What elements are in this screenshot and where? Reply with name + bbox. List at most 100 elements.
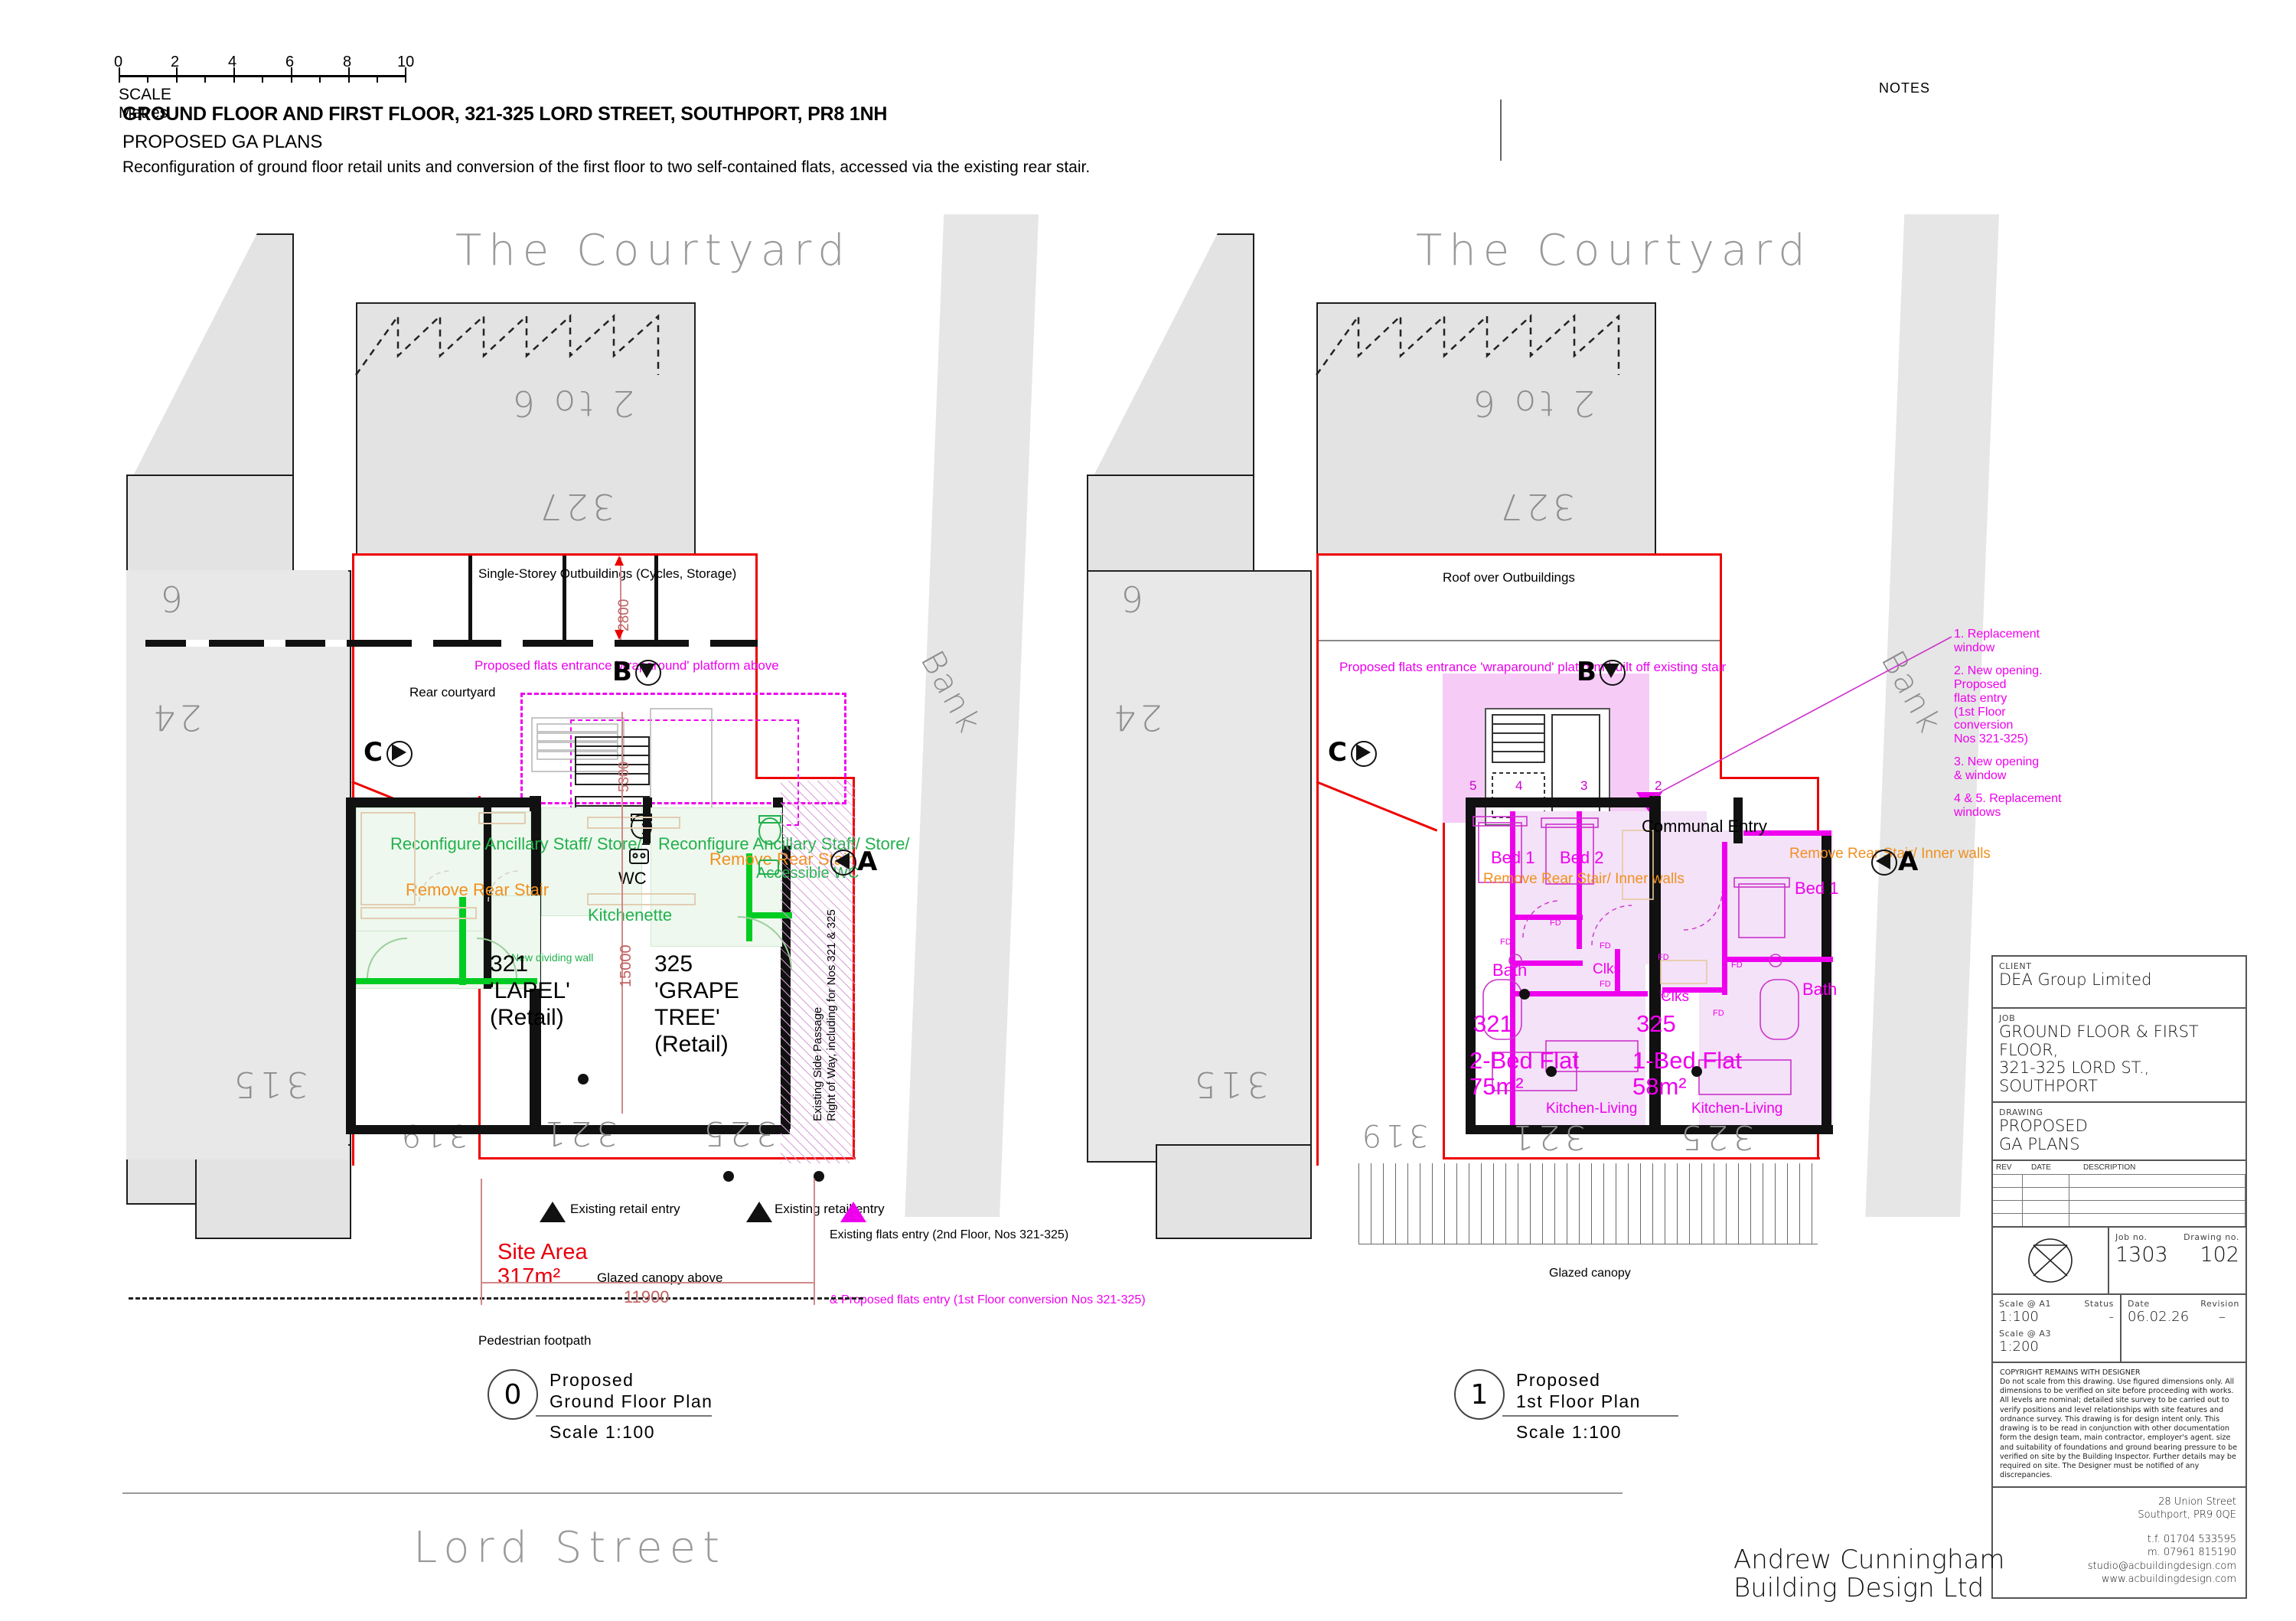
street-name: Lord Street (413, 1523, 727, 1573)
building-wall (1649, 796, 1661, 1125)
building-front-wall (346, 1125, 790, 1134)
fd-label: FD (1500, 938, 1512, 947)
outbuildings-label: Single-Storey Outbuildings (Cycles, Stor… (478, 566, 737, 581)
dimension-line (621, 712, 623, 865)
site-area-value: 317m² (497, 1264, 561, 1290)
wall-gap (689, 640, 710, 647)
flat-325-kitchen-living: Kitchen-Living (1691, 1101, 1783, 1117)
scale-tick (348, 67, 350, 83)
context-number-6: 6 (157, 578, 184, 619)
date-revision-cell: Date Revision 06.02.26 – (2122, 1295, 2245, 1361)
courtyard-label: The Courtyard (1416, 226, 1812, 276)
ground-plan-title-line1: Proposed (550, 1370, 634, 1390)
scale-tick (291, 67, 292, 83)
scale-tick-label: 8 (343, 54, 352, 70)
stair-plan-icon (1492, 714, 1600, 818)
site-boundary-line (1445, 1157, 1820, 1159)
window-key-3: 3 (1580, 778, 1588, 793)
practice-address: 28 Union Street Southport, PR9 0QE t.f. … (1993, 1488, 2245, 1597)
flat-321-number: 321 (1473, 1010, 1513, 1037)
building-wall (482, 797, 491, 989)
fd-label: FD (1731, 961, 1743, 970)
client-value: DEA Group Limited (1999, 970, 2152, 989)
revision-row[interactable] (1993, 1175, 2245, 1189)
job-line1: GROUND FLOOR & FIRST FLOOR, (1999, 1023, 2199, 1059)
section-arrow-left-icon (835, 853, 850, 869)
proposed-flats-entry-label: & Proposed flats entry (1st Floor conver… (830, 1293, 1146, 1306)
scale-tick-label: 6 (285, 54, 295, 70)
titleblock-projection-row: Job no. Drawing no. 1303 102 (1993, 1228, 2245, 1296)
context-block-24 (1087, 570, 1312, 1163)
first-plan-title-rule (1502, 1415, 1678, 1417)
glazed-canopy (1358, 1163, 1818, 1244)
building-wall (1821, 830, 1831, 1129)
context-block-327 (1316, 302, 1656, 581)
flat-partition (1510, 811, 1515, 1125)
flat-325-number: 325 (1636, 1010, 1676, 1037)
flat-325-fill (1699, 830, 1833, 1129)
retail-entry-label-321: Existing retail entry (570, 1202, 680, 1216)
wc-label: WC (618, 869, 647, 888)
side-passage-hatch (781, 781, 856, 1163)
revision-row[interactable] (1993, 1188, 2245, 1202)
revision-table: REV DATE DESCRIPTION (1993, 1161, 2245, 1228)
level-point (814, 1171, 824, 1182)
flat-321-area: 75m² (1469, 1073, 1524, 1100)
section-arrow-right-icon (1356, 744, 1371, 761)
revision-row[interactable] (1993, 1214, 2245, 1228)
revision-row[interactable] (1993, 1201, 2245, 1215)
practice-name-line2: Building Design Ltd (1733, 1572, 1985, 1603)
wraparound-platform-outline (520, 693, 846, 804)
section-mark-b-letter: B (612, 657, 632, 687)
scale-tick (233, 67, 235, 83)
first-floor-plan: 6 24 315 319 2 to 6 327 The Courtyard Ba… (1087, 0, 1999, 1454)
building-wall (346, 797, 530, 807)
building-wall (1466, 797, 1657, 807)
scale-tick (176, 67, 178, 83)
street-edge-line (122, 1492, 1623, 1494)
scale-tick-label: 10 (397, 54, 415, 70)
first-angle-projection-icon (2028, 1238, 2073, 1283)
context-number-319: 319 (398, 1117, 468, 1153)
revision-caption: Revision (2200, 1299, 2239, 1310)
scale-a3-caption: Scale @ A3 (1999, 1329, 2052, 1339)
section-mark-c-circle (1351, 741, 1377, 767)
wraparound-platform-label: Proposed flats entrance 'wraparound' pla… (1339, 660, 1727, 674)
context-number-6: 6 (1117, 578, 1144, 619)
footpath-edge-line (129, 1297, 863, 1300)
wall-gap (412, 640, 433, 647)
revision-value: – (2219, 1309, 2226, 1326)
unit-321-ghost-number: 321 (540, 1114, 618, 1153)
site-boundary-line (1316, 553, 1722, 556)
wc-area (541, 807, 642, 916)
flat-321-type: 2-Bed Flat (1469, 1047, 1580, 1074)
rear-boundary-wall (145, 640, 758, 647)
section-mark-a-circle (830, 850, 856, 876)
context-block-wedge (1087, 233, 1254, 489)
address-line1: 28 Union Street (2158, 1495, 2236, 1508)
email[interactable]: studio@acbuildingdesign.com (2087, 1560, 2236, 1572)
partition-wall (468, 556, 472, 640)
context-number-2to6: 2 to 6 (1469, 383, 1595, 424)
section-mark-b-circle (635, 660, 661, 686)
keynote-leader-line (1653, 636, 1952, 797)
remove-rear-stair-left: Remove Rear Stair (406, 880, 550, 899)
context-block-327-fill (356, 302, 696, 581)
new-dividing-wall (459, 897, 466, 985)
retail-entry-marker-321 (540, 1202, 566, 1222)
kitchenette-label: Kitchenette (588, 905, 673, 925)
website[interactable]: www.acbuildingdesign.com (2101, 1574, 2236, 1586)
date-value: 06.02.26 (2128, 1309, 2190, 1326)
date-caption: Date (2128, 1299, 2150, 1310)
date-col-header: DATE (2031, 1163, 2051, 1173)
pedestrian-footpath-label: Pedestrian footpath (478, 1333, 592, 1348)
mobile: m. 07961 815190 (2147, 1547, 2236, 1559)
partition-wall (563, 556, 566, 640)
scale-tick-label: 0 (114, 54, 123, 70)
window-key-2: 2 (1655, 778, 1662, 793)
key-notes-list: 1. Replacement window 2. New opening. Pr… (1954, 628, 2092, 820)
flat-partition (1577, 811, 1582, 949)
unit-325-use: (Retail) (654, 1032, 729, 1057)
drawing-no-caption: Drawing no. (2183, 1232, 2239, 1243)
section-arrow-right-icon (392, 744, 406, 761)
